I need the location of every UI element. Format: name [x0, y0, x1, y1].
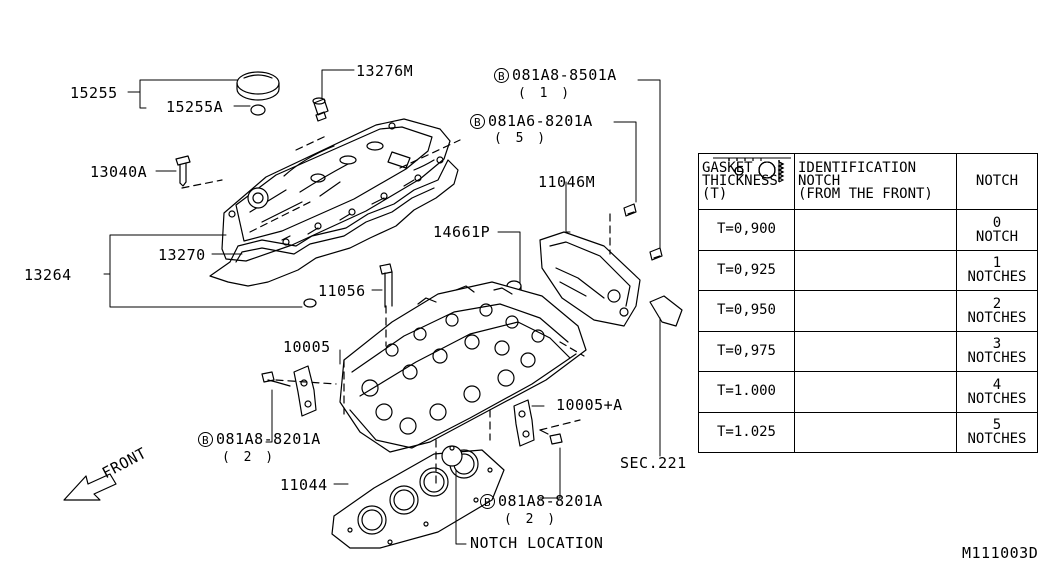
notch-unit: NOTCHES	[967, 431, 1027, 448]
bolt-13040a	[175, 155, 191, 187]
manifold-gasket-10005a	[513, 399, 535, 447]
plug-seal	[303, 298, 317, 308]
manifold-gasket-10005	[293, 365, 317, 417]
notch-unit: NOTCHES	[967, 350, 1027, 367]
thickness-cell: T=0,950	[698, 290, 795, 332]
notch-count: 2	[992, 295, 1002, 312]
head-bolt	[379, 263, 393, 308]
bolt-qty-1: ( 1 )	[518, 86, 573, 101]
notch-count: 3	[992, 336, 1002, 353]
label-13276m: 13276M	[356, 62, 414, 80]
notch-diagram-cell	[712, 156, 957, 291]
thickness-cell: T=0,900	[698, 209, 795, 251]
front-arrow	[63, 473, 117, 501]
bolt-symbol-icon: B	[480, 494, 495, 509]
label-10005a: 10005+A	[556, 396, 623, 414]
head-gasket	[331, 445, 505, 549]
stud-bolt-left	[261, 371, 291, 387]
header-line: IDENTIFICATION	[798, 160, 917, 176]
notch-diagram-cell	[712, 156, 957, 251]
pcv-valve	[312, 97, 329, 122]
oil-filler-cap	[236, 71, 280, 116]
notch-diagram-cell	[712, 156, 957, 332]
thickness-cell: T=0,975	[698, 330, 795, 372]
label-15255a: 15255A	[166, 98, 224, 116]
cover-bolts	[623, 203, 663, 261]
bolt-symbol-icon: B	[198, 432, 213, 447]
diagram-code: M111003D	[962, 544, 1039, 562]
notch-diagram-icon	[712, 156, 791, 182]
notch-count: 0	[992, 214, 1002, 231]
stud-bolt-right	[539, 429, 563, 445]
notch-diagram-cell	[712, 156, 957, 413]
notch-count: 4	[992, 376, 1002, 393]
label-11056: 11056	[318, 282, 366, 300]
rocker-cover-gasket	[209, 159, 459, 287]
label-14661p: 14661P	[433, 223, 491, 241]
bolt-part-number: 081A6-8201A	[488, 112, 593, 130]
bolt-part-number: 081A8-8201A	[498, 492, 603, 510]
header-line: NOTCH	[798, 173, 841, 189]
notch-count: 1	[992, 255, 1002, 272]
label-sec221: SEC.221	[620, 454, 687, 472]
header-line: (FROM THE FRONT)	[798, 186, 933, 202]
chain-cover	[539, 231, 683, 327]
label-10005: 10005	[283, 338, 331, 356]
cylinder-head	[339, 281, 587, 453]
label-11046m: 11046M	[538, 173, 596, 191]
label-13264: 13264	[24, 266, 72, 284]
bolt-part-number: 081A8-8201A	[216, 430, 321, 448]
notch-diagram-cell	[712, 156, 957, 372]
rocker-cover	[221, 118, 451, 262]
notch-unit: NOTCH	[975, 228, 1019, 245]
label-11044: 11044	[280, 476, 328, 494]
label-15255: 15255	[70, 84, 118, 102]
bolt-symbol-icon: B	[494, 68, 509, 83]
assembly-lines	[181, 135, 611, 489]
notch-unit: NOTCHES	[967, 269, 1027, 286]
notch-diagram-cell	[712, 156, 957, 453]
gasket-thickness-table: GASKET THICKNESS (T) IDENTIFICATION NOTC…	[698, 153, 1038, 453]
notch-count: 5	[992, 417, 1002, 434]
header-identification-notch: IDENTIFICATION NOTCH (FROM THE FRONT)	[794, 153, 957, 210]
label-13040a: 13040A	[90, 163, 148, 181]
header-line: (T)	[702, 186, 728, 202]
notch-unit: NOTCHES	[967, 390, 1027, 407]
notch-unit: NOTCHES	[967, 309, 1027, 326]
bolt-qty-2: ( 5 )	[494, 131, 549, 146]
bolt-part-number: 081A8-8501A	[512, 66, 617, 84]
bolt-qty-3: ( 2 )	[222, 450, 277, 465]
thickness-cell: T=1.000	[698, 371, 795, 413]
header-line: THICKNESS	[702, 173, 778, 189]
thickness-cell: T=0,925	[698, 249, 795, 291]
leader-lines	[103, 69, 661, 545]
bolt-symbol-icon: B	[470, 114, 485, 129]
header-line: GASKET	[702, 160, 753, 176]
header-notch: NOTCH	[956, 153, 1038, 210]
thickness-cell: T=1.025	[698, 411, 795, 453]
bolt-qty-4: ( 2 )	[504, 512, 559, 527]
label-13270: 13270	[158, 246, 206, 264]
label-notch-location: NOTCH LOCATION	[470, 534, 604, 552]
